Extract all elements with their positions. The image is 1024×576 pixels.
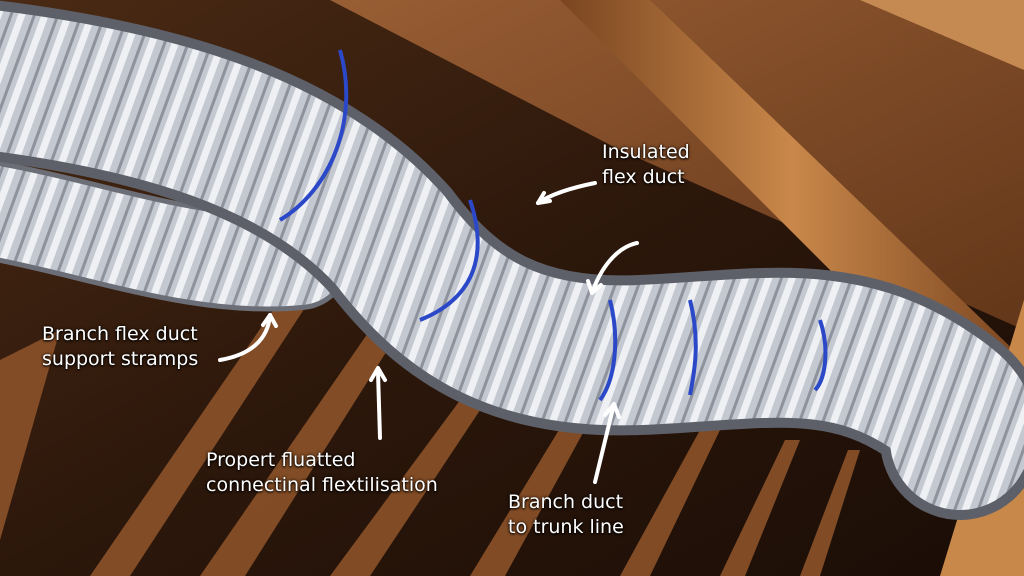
label-line: Insulated: [602, 141, 690, 163]
label-support-straps: Branch flex duct support stramps: [42, 322, 198, 372]
top-beam: [860, 0, 1024, 70]
label-insulated-flex-duct: Insulated flex duct: [602, 140, 690, 190]
duct-tape-bands: [278, 49, 828, 402]
label-line: support stramps: [42, 348, 199, 370]
label-branch-duct: Branch duct to trunk line: [508, 490, 624, 540]
label-line: Branch duct: [508, 491, 624, 513]
flex-duct-branch: [0, 161, 350, 312]
rafters: [0, 300, 860, 576]
annotation-arrows: [218, 181, 639, 484]
flex-duct-trunk: [0, 0, 1024, 520]
label-line: connectinal flextilisation: [206, 474, 438, 496]
label-line: Propert fluatted: [206, 449, 356, 471]
label-proper-connection: Propert fluatted connectinal flextilisat…: [206, 448, 438, 498]
label-line: to trunk line: [508, 516, 624, 538]
label-line: flex duct: [602, 166, 685, 188]
label-line: Branch flex duct: [42, 323, 198, 345]
